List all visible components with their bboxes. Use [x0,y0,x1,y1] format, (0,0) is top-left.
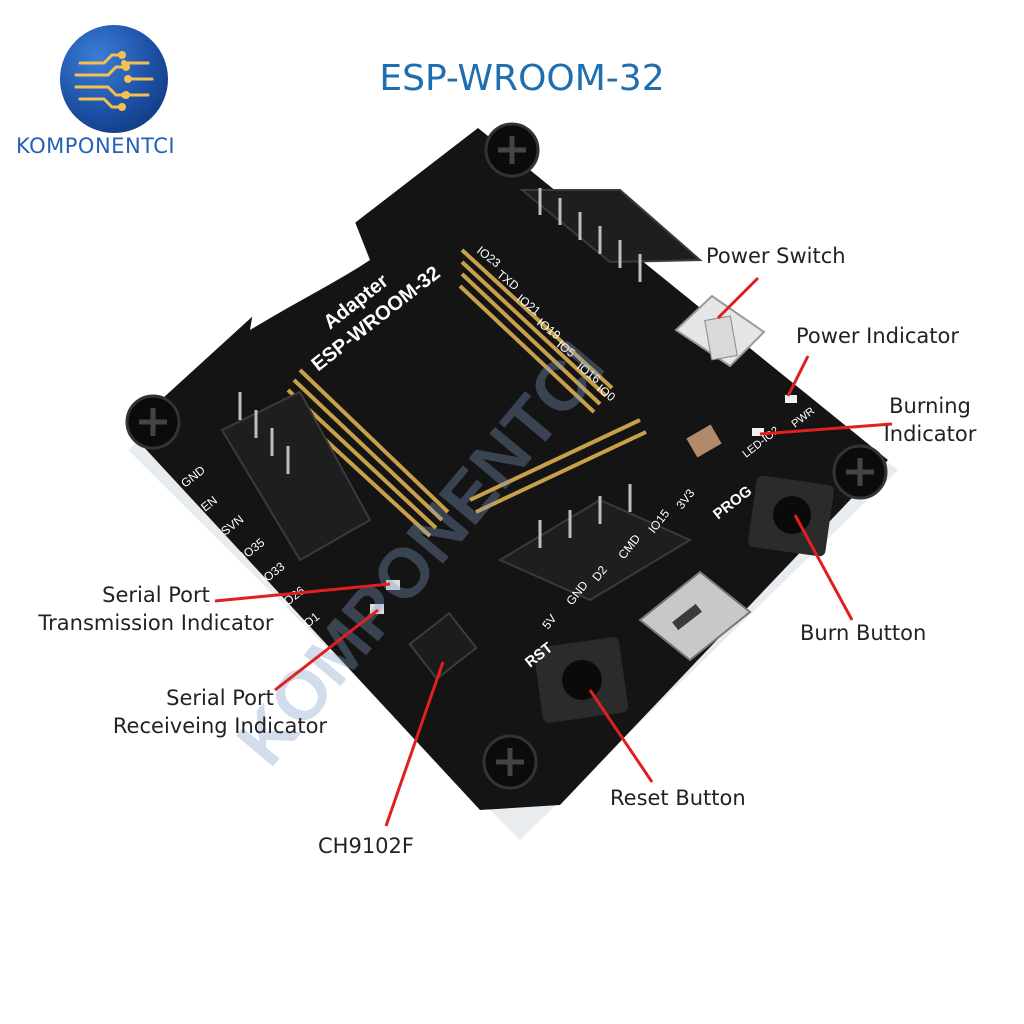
reset-button-line [588,689,654,783]
burning-indicator-line [759,422,893,436]
annotation-lines [214,276,893,827]
burn-button-line [793,514,854,621]
chip-callout: CH9102F [318,834,414,858]
burn-button[interactable] [747,475,834,557]
reset-button-callout: Reset Button [610,786,746,810]
power-indicator-callout: Power Indicator [796,324,959,348]
burning-indicator-line2: Indicator [883,422,977,446]
serial-rx-line1: Serial Port [166,686,274,710]
power-led [785,395,797,403]
burn-button-callout: Burn Button [800,621,927,645]
usb-port[interactable] [638,570,752,662]
burning-indicator-line1: Burning [889,394,971,418]
screw-icon [125,394,181,450]
screw-icon [832,444,888,500]
brand-name: KOMPONENTCI [16,134,176,158]
serial-rx-line2: Receiveing Indicator [112,714,328,738]
screw-icon [484,122,540,178]
serial-tx-line [214,582,391,603]
reset-button[interactable] [533,636,629,723]
pin-header [220,189,703,602]
burning-indicator-callout: Burning Indicator [878,392,982,448]
chip-line [384,661,445,827]
circuit-icon [74,51,154,111]
serial-tx-callout: Serial Port Transmission Indicator [6,581,306,637]
serial-tx-line2: Transmission Indicator [38,611,274,635]
power-switch-callout: Power Switch [706,244,846,268]
power-switch[interactable] [674,294,766,368]
ch9102f-chip [408,611,478,681]
burning-led [752,428,764,436]
serial-rx-callout: Serial Port Receiveing Indicator [100,684,340,740]
serial-rx-line [274,608,379,692]
power-indicator-line [786,355,810,397]
page-title: ESP-WROOM-32 [379,58,665,99]
module-cutout [250,222,370,330]
serial-tx-line1: Serial Port [102,583,210,607]
tx-led [386,580,400,590]
power-switch-line [716,276,760,320]
capacitor [686,424,722,458]
header-pins [238,188,642,548]
screw-icon [482,734,538,790]
brand-logo [60,25,168,133]
